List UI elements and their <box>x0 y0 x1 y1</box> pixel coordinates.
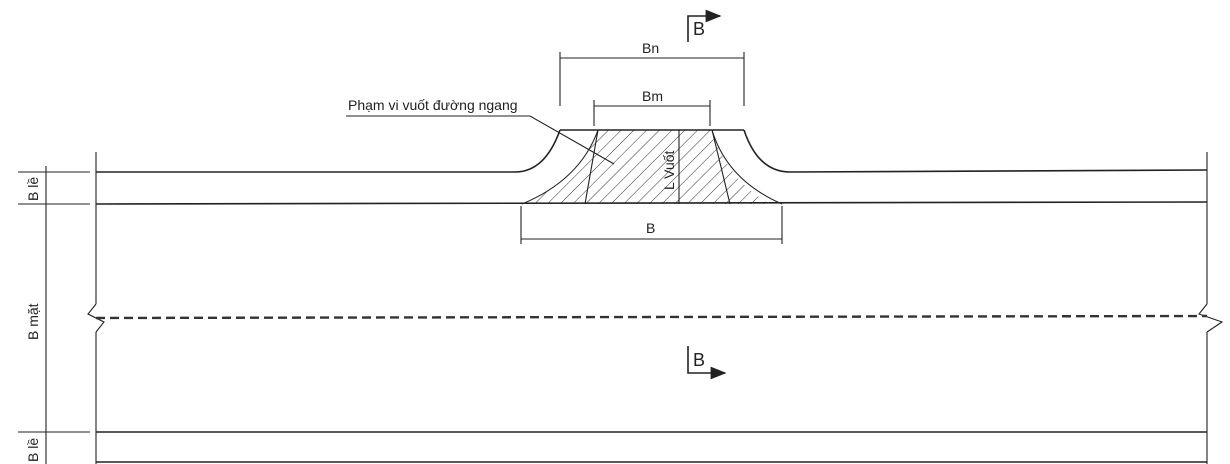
flare-curve-right <box>711 129 783 205</box>
section-marker-top <box>687 9 722 42</box>
road-edge-right-upper <box>743 129 1208 173</box>
pham-vi-label: Phạm vi vuốt đường ngang <box>348 97 518 113</box>
road-edge-left-upper <box>96 129 561 173</box>
bm-label: Bm <box>642 88 663 104</box>
flare-inner-right <box>711 129 731 205</box>
flare-curve-left <box>521 129 599 205</box>
pham-vi-leader <box>346 115 615 165</box>
b-bottom-label: B <box>646 220 655 236</box>
b-mat-label: B mặt <box>25 303 41 340</box>
flare-hatch-area <box>522 130 770 204</box>
l-vuot-label: L Vuốt <box>661 150 677 190</box>
road-centerline <box>95 314 1208 320</box>
b-le-top-label: B lề <box>25 177 41 201</box>
section-label-mid: B <box>693 350 705 370</box>
section-marker-mid <box>687 346 727 380</box>
section-label-top: B <box>693 19 705 39</box>
flare-inner-left <box>584 129 599 205</box>
b-le-bottom-label: B lề <box>25 438 41 462</box>
bn-label: Bn <box>642 40 659 56</box>
road-edge-shoulder-line <box>95 201 1208 205</box>
right-break-symbol <box>1198 303 1224 333</box>
